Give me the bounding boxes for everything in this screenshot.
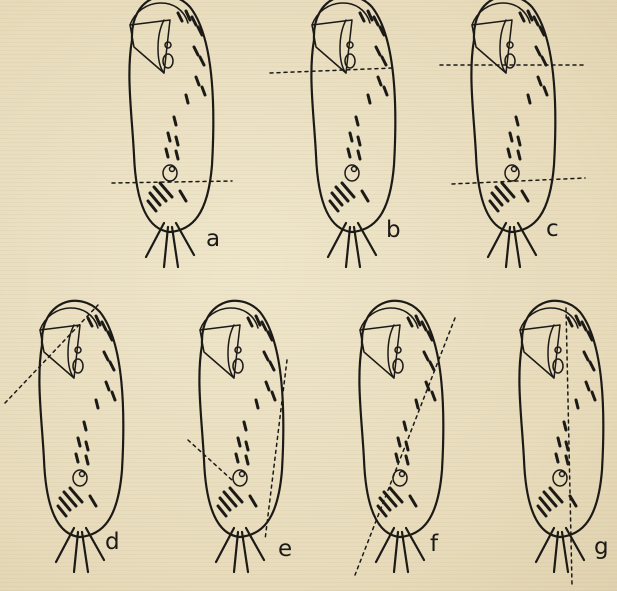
panel-label-f: f: [430, 533, 438, 556]
panel-b-cell: [270, 0, 395, 267]
panel-f-cell: [355, 301, 455, 575]
panel-e-cell: [188, 301, 287, 572]
panel-b-cut-line: [270, 68, 393, 73]
panel-g-cell: [519, 301, 603, 585]
panel-label-b: b: [386, 219, 401, 242]
panel-d-cut-line: [5, 305, 98, 403]
panel-c-cell: [440, 0, 587, 267]
panel-label-c: c: [546, 218, 559, 241]
panel-c-cut-line-bottom: [452, 178, 585, 184]
panel-label-a: a: [206, 228, 220, 251]
panel-label-d: d: [105, 531, 120, 554]
panel-label-g: g: [594, 536, 609, 559]
panel-label-e: e: [278, 538, 292, 561]
panel-e-cut-line-diagonal: [188, 440, 232, 480]
